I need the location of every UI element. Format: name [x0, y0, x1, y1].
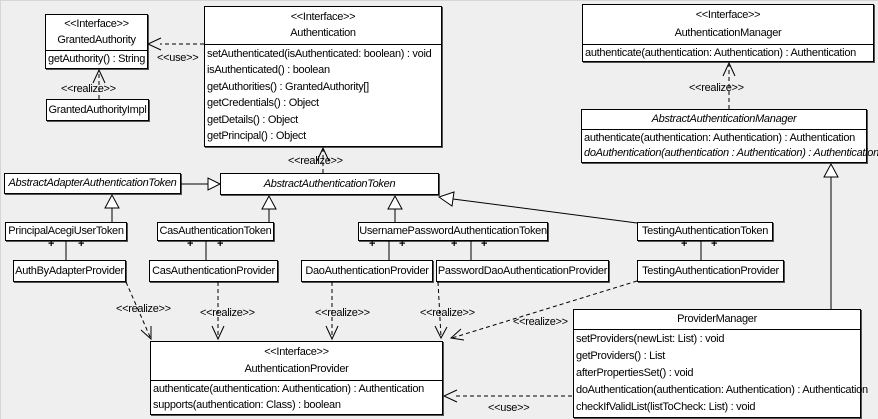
- class-provider-manager[interactable]: ProviderManager setProviders(newList: Li…: [573, 309, 868, 418]
- multiplicity-plus: +: [451, 238, 458, 250]
- edge-label-realize-cas: <<realize>>: [200, 307, 255, 319]
- method: authenticate(authentication: Authenticat…: [584, 132, 855, 144]
- method: supports(authentication: Class) : boolea…: [153, 398, 341, 411]
- method: authenticate(authentication: Authenticat…: [585, 46, 856, 59]
- class-name: GrantedAuthority: [57, 34, 136, 46]
- edge-generalization-provider-manager: [823, 162, 839, 309]
- class-cas-authentication-token[interactable]: CasAuthenticationToken: [157, 222, 274, 241]
- stereotype-label: <<Interface>>: [290, 10, 356, 23]
- multiplicity-plus: +: [78, 238, 85, 250]
- method: getDetails() : Object: [207, 113, 298, 126]
- method: doAuthentication(authentication : Authen…: [584, 147, 878, 159]
- class-name: TestingAuthenticationProvider: [642, 264, 779, 277]
- class-name: TestingAuthenticationToken: [641, 225, 769, 237]
- edge-label-use-granted-authority: <<use>>: [157, 52, 199, 64]
- multiplicity-plus: +: [369, 238, 376, 250]
- class-name: ProviderManager: [677, 313, 757, 325]
- class-name: GrantedAuthorityImpl: [48, 103, 147, 116]
- method: getPrincipal() : Object: [207, 130, 306, 143]
- class-authentication-manager[interactable]: <<Interface>> AuthenticationManager auth…: [582, 4, 874, 62]
- stereotype-label: <<Interface>>: [695, 9, 761, 22]
- class-name: AuthenticationManager: [674, 26, 782, 39]
- edge-generalization-principal-token: [104, 193, 120, 222]
- class-name: PasswordDaoAuthenticationProvider: [437, 264, 608, 277]
- class-testing-authentication-token[interactable]: TestingAuthenticationToken: [637, 222, 773, 241]
- class-abstract-authentication-token[interactable]: AbstractAuthenticationToken: [220, 173, 439, 195]
- class-name: AbstractAuthenticationManager: [651, 113, 797, 125]
- edge-generalization-username-password-token: [387, 194, 403, 222]
- class-granted-authority-impl[interactable]: GrantedAuthorityImpl: [46, 99, 149, 121]
- method: getAuthorities() : GrantedAuthority[]: [207, 80, 369, 93]
- class-name: UsernamePasswordAuthenticationToken: [359, 225, 547, 237]
- edge-generalization-adapter-token-to-abstract-token: [181, 177, 222, 191]
- edge-label-realize-dao: <<realize>>: [315, 307, 370, 319]
- multiplicity-plus: +: [681, 238, 688, 250]
- class-testing-authentication-provider[interactable]: TestingAuthenticationProvider: [637, 260, 784, 282]
- multiplicity-plus: +: [481, 238, 488, 250]
- edge-generalization-cas-token: [261, 194, 277, 222]
- class-dao-authentication-provider[interactable]: DaoAuthenticationProvider: [301, 260, 433, 282]
- multiplicity-plus: +: [187, 238, 194, 250]
- class-authentication-provider[interactable]: <<Interface>> AuthenticationProvider aut…: [150, 341, 443, 415]
- edge-use-provider-manager: [442, 389, 572, 403]
- multiplicity-plus: +: [48, 238, 55, 250]
- method: getCredentials() : Object: [207, 97, 319, 110]
- method: doAuthentication(authentication: Authent…: [576, 384, 868, 396]
- method: setProviders(newList: List) : void: [576, 333, 725, 345]
- class-name: CasAuthenticationProvider: [152, 264, 275, 277]
- class-username-password-authentication-token[interactable]: UsernamePasswordAuthenticationToken: [358, 222, 548, 241]
- method: getAuthority() : String: [48, 53, 146, 65]
- class-abstract-authentication-manager[interactable]: AbstractAuthenticationManager authentica…: [581, 109, 878, 163]
- method: setAuthenticated(isAuthenticated: boolea…: [207, 47, 432, 60]
- class-name: AbstractAuthenticationToken: [263, 177, 396, 190]
- method: isAuthenticated() : boolean: [207, 64, 330, 77]
- stereotype-label: <<Interface>>: [64, 18, 129, 30]
- edge-label-realize-granted-authority-impl: <<realize>>: [61, 83, 116, 95]
- class-granted-authority[interactable]: <<Interface>> GrantedAuthority getAuthor…: [45, 14, 148, 69]
- method: authenticate(authentication: Authenticat…: [153, 383, 424, 396]
- class-name: DaoAuthenticationProvider: [305, 264, 429, 277]
- method: afterPropertiesSet() : void: [576, 367, 694, 379]
- class-name: AbstractAdapterAuthenticationToken: [8, 177, 177, 189]
- class-name: CasAuthenticationToken: [159, 225, 272, 237]
- class-auth-by-adapter-provider[interactable]: AuthByAdapterProvider: [13, 260, 126, 282]
- method: getProviders() : List: [576, 350, 666, 362]
- method: checkIfValidList(listToCheck: List) : vo…: [576, 401, 756, 413]
- multiplicity-plus: +: [399, 238, 406, 250]
- class-name: AuthByAdapterProvider: [15, 264, 124, 277]
- edge-label-use-provider-manager: <<use>>: [488, 402, 530, 414]
- class-abstract-adapter-authentication-token[interactable]: AbstractAdapterAuthenticationToken: [4, 173, 181, 194]
- multiplicity-plus: +: [711, 238, 718, 250]
- class-principal-acegi-user-token[interactable]: PrincipalAcegiUserToken: [5, 222, 127, 241]
- class-name: Authentication: [290, 27, 356, 40]
- edge-label-realize-testing: <<realize>>: [513, 316, 568, 328]
- edge-label-realize-passworddao: <<realize>>: [420, 307, 475, 319]
- multiplicity-plus: +: [217, 238, 224, 250]
- edge-label-realize-abstract-manager: <<realize>>: [689, 82, 744, 94]
- class-password-dao-authentication-provider[interactable]: PasswordDaoAuthenticationProvider: [436, 260, 609, 282]
- stereotype-label: <<Interface>>: [264, 346, 329, 358]
- class-name: AuthenticationProvider: [244, 363, 349, 375]
- class-name: PrincipalAcegiUserToken: [8, 225, 124, 237]
- edge-label-realize-abstract-token: <<realize>>: [288, 155, 343, 167]
- edge-generalization-testing-token: [437, 191, 638, 224]
- edge-use-authentication-granted-authority: [146, 37, 204, 51]
- class-authentication[interactable]: <<Interface>> Authentication setAuthenti…: [204, 6, 442, 147]
- class-cas-authentication-provider[interactable]: CasAuthenticationProvider: [149, 260, 278, 282]
- edge-label-realize-authby: <<realize>>: [116, 303, 171, 315]
